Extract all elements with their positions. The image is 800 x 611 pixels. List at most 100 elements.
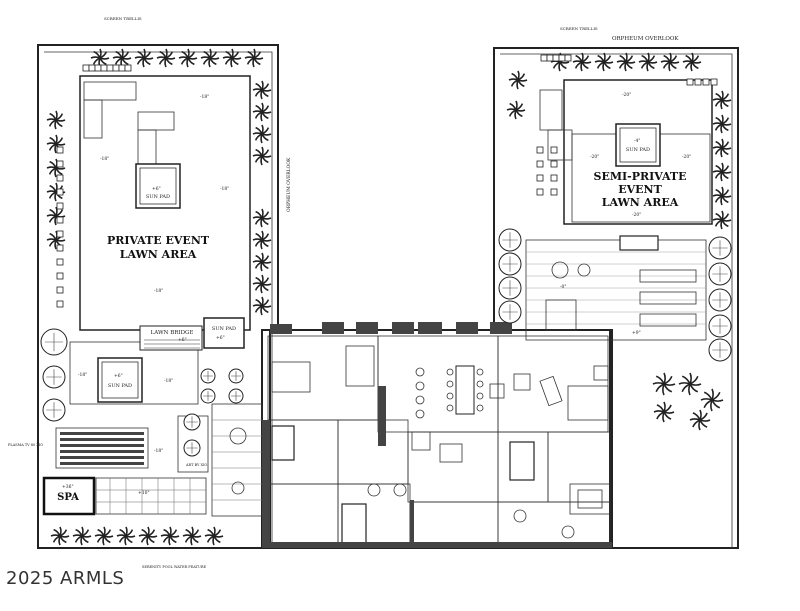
planter-box xyxy=(694,78,702,86)
palm-plant xyxy=(653,401,675,423)
planter-box xyxy=(56,258,64,266)
central-residence xyxy=(262,322,612,548)
dim-d18d: -18" xyxy=(154,288,163,294)
sun-pad-2 xyxy=(203,317,245,349)
palm-plant xyxy=(252,124,272,144)
planter-box xyxy=(56,160,64,168)
label-orpheum-overlook-side: ORPHEUM OVERLOOK xyxy=(286,157,292,212)
palm-plant xyxy=(660,52,680,72)
plan-labels: SCREEN TRELLIS SCREEN TRELLIS ORPHEUM OV… xyxy=(8,16,691,569)
planter-box xyxy=(56,216,64,224)
palm-plant xyxy=(594,52,614,72)
planter-box xyxy=(88,64,96,72)
palm-plant xyxy=(652,372,676,396)
palm-plant xyxy=(252,252,272,272)
label-screen-trellis-right: SCREEN TRELLIS xyxy=(560,26,598,31)
planter-box xyxy=(56,244,64,252)
palm-plant xyxy=(252,296,272,316)
palm-plant xyxy=(244,48,264,68)
palm-plant xyxy=(178,48,198,68)
palm-plant xyxy=(712,186,732,206)
label-plasma-tv: PLASMA TV 80 XIO xyxy=(8,443,43,447)
palm-plant xyxy=(116,526,136,546)
planter-box xyxy=(124,64,132,72)
planter-box xyxy=(536,174,544,182)
label-orpheum-overlook-top: ORPHEUM OVERLOOK xyxy=(612,36,679,42)
label-sun-pad-4: SUN PAD xyxy=(626,147,650,153)
dim-d4: -4" xyxy=(634,138,640,144)
planter-box xyxy=(112,64,120,72)
palm-plant xyxy=(712,162,732,182)
label-art-by: ART BY XIO xyxy=(185,463,207,467)
dim-d6a: +6" xyxy=(152,186,161,192)
planter-box xyxy=(56,286,64,294)
label-sun-pad-2: SUN PAD xyxy=(212,326,236,332)
dim-d36: +36" xyxy=(62,484,74,490)
palm-plant xyxy=(252,230,272,250)
palm-plant xyxy=(678,372,702,396)
semi-private-event-lawn xyxy=(525,79,713,341)
sun-pad-1 xyxy=(135,163,181,209)
palm-plant xyxy=(712,114,732,134)
planter-box xyxy=(550,188,558,196)
palm-plant xyxy=(222,48,242,68)
palm-plant xyxy=(72,526,92,546)
planter-box xyxy=(56,300,64,308)
palm-plant xyxy=(50,526,70,546)
palm-plant xyxy=(138,526,158,546)
label-sun-pad-1: SUN PAD xyxy=(146,194,170,200)
dim-d18f: -18" xyxy=(164,378,173,384)
dim-d0: -0" xyxy=(560,284,566,290)
planter-box xyxy=(94,64,102,72)
dim-d20a: -20" xyxy=(622,92,631,98)
planter-box xyxy=(536,160,544,168)
palm-plant xyxy=(182,526,202,546)
label-lawn-bridge: LAWN BRIDGE xyxy=(151,330,194,336)
planter-box xyxy=(550,174,558,182)
label-serenity-pool: SERENITY POOL WATER FEATURE xyxy=(142,565,207,569)
lower-left-terrace xyxy=(42,317,263,517)
sun-pad-4 xyxy=(615,123,661,167)
dim-d6c: +6" xyxy=(216,335,225,341)
palm-plant xyxy=(712,210,732,230)
palm-plant xyxy=(682,52,702,72)
palm-plant xyxy=(252,80,272,100)
palm-plant xyxy=(508,70,528,90)
label-spa: SPA xyxy=(57,492,79,503)
palm-plant xyxy=(252,274,272,294)
palm-plant xyxy=(712,90,732,110)
dim-d18e: -18" xyxy=(78,372,87,378)
copyright-watermark: 2025 ARMLS xyxy=(6,568,125,589)
palm-plant xyxy=(252,146,272,166)
label-semi-private-line2: EVENT xyxy=(618,183,662,196)
planter-box xyxy=(686,78,694,86)
palm-plant xyxy=(134,48,154,68)
palm-plant xyxy=(712,138,732,158)
dim-d9: +9" xyxy=(632,330,641,336)
planter-box xyxy=(536,146,544,154)
label-private-event-lawn-line2: LAWN AREA xyxy=(120,248,197,261)
planter-box xyxy=(710,78,718,86)
planter-box xyxy=(56,146,64,154)
landscape-planting xyxy=(40,48,732,546)
planter-box xyxy=(550,160,558,168)
palm-plant xyxy=(638,52,658,72)
dim-d18b: -18" xyxy=(100,156,109,162)
planter-box xyxy=(82,64,90,72)
palm-plant xyxy=(160,526,180,546)
planter-box xyxy=(56,272,64,280)
planter-box xyxy=(540,54,548,62)
palm-plant xyxy=(200,48,220,68)
planter-box xyxy=(118,64,126,72)
palm-plant xyxy=(506,100,526,120)
dim-d20b: -20" xyxy=(590,154,599,160)
label-private-event-lawn-line1: PRIVATE EVENT xyxy=(107,234,210,247)
planter-box xyxy=(536,188,544,196)
palm-plant xyxy=(156,48,176,68)
dim-d18g: -18" xyxy=(154,448,163,454)
palm-plant xyxy=(700,388,724,412)
planter-box xyxy=(550,146,558,154)
dim-d18c: -18" xyxy=(220,186,229,192)
sun-pad-3 xyxy=(97,357,143,403)
